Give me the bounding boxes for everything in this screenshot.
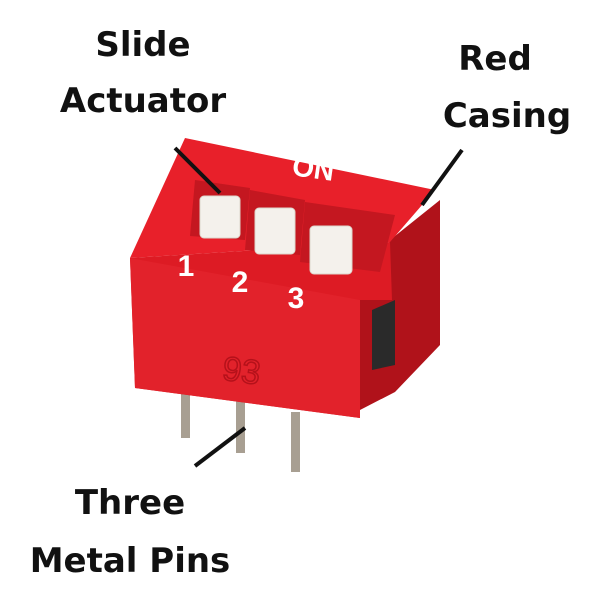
slide-actuator-3 xyxy=(309,225,353,275)
mold-number: 93 xyxy=(220,350,263,393)
red-casing xyxy=(130,138,440,418)
label-slide-actuator-line1: Slide xyxy=(95,25,190,65)
pin-1 xyxy=(181,380,190,438)
label-metal-pins-line2: Metal Pins xyxy=(30,541,231,581)
actuator-leader-line xyxy=(173,146,222,195)
label-red-casing-line1: Red xyxy=(458,39,532,79)
switch-number-3: 3 xyxy=(288,282,305,315)
pin-3 xyxy=(291,412,300,472)
slide-actuator-2 xyxy=(254,207,296,255)
label-metal-pins-line1: Three xyxy=(75,483,185,523)
casing-dark-slot xyxy=(372,300,395,370)
label-red-casing-line2: Casing xyxy=(443,96,571,136)
slide-actuators xyxy=(199,195,353,275)
switch-number-2: 2 xyxy=(232,266,249,299)
casing-front-shade xyxy=(130,258,360,418)
casing-leader-line xyxy=(420,148,464,207)
slide-actuator-1 xyxy=(199,195,241,239)
label-slide-actuator-line2: Actuator xyxy=(60,81,226,121)
pin-2 xyxy=(236,395,245,453)
on-marking: ON xyxy=(290,150,336,187)
pins-leader-line xyxy=(193,426,247,468)
switch-number-1: 1 xyxy=(178,250,195,283)
